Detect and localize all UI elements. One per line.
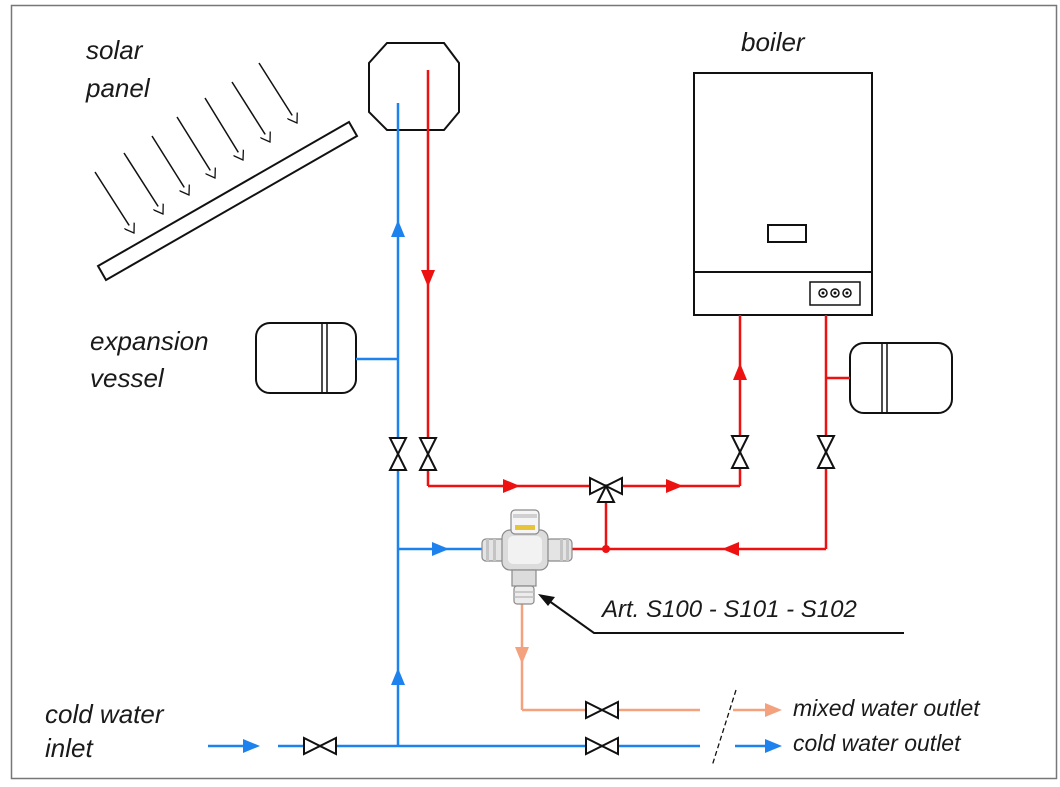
valve-mixed-outlet <box>585 700 619 720</box>
expansion-vessel-left <box>255 322 357 394</box>
valve-boiler-outlet <box>816 435 836 469</box>
boiler-display <box>767 224 807 243</box>
valve-cold-riser <box>388 437 408 471</box>
boiler-label: boiler <box>741 27 806 57</box>
article-leader-arrowhead <box>538 594 555 606</box>
cold-water-outlet-label: cold water outlet <box>793 730 962 756</box>
solar-panel-label: solar panel <box>85 35 151 103</box>
valve-cold-outlet <box>585 736 619 756</box>
article-label: Art. S100 - S101 - S102 <box>600 596 857 623</box>
flow-arrows-cold <box>243 220 782 753</box>
cold-water-inlet-label: cold water inlet <box>45 699 171 763</box>
sun-ray-arrows <box>94 62 297 233</box>
flow-arrows-hot <box>421 270 747 556</box>
valve-boiler-inlet <box>730 435 750 469</box>
flow-arrows-mixed <box>515 647 782 717</box>
pipe-break-marks <box>711 689 737 767</box>
expansion-vessel-label: expansion vessel <box>90 326 216 393</box>
boiler <box>693 72 873 316</box>
valve-cold-inlet <box>303 736 337 756</box>
solar-panel <box>94 62 359 282</box>
cold-water-pipes <box>208 103 772 748</box>
article-leader-line <box>544 597 904 634</box>
gate-valves <box>303 435 836 756</box>
valve-hot-riser <box>418 437 438 471</box>
diverter-valve <box>589 476 623 503</box>
storage-tank <box>368 42 460 131</box>
diagram-frame <box>10 4 1058 780</box>
expansion-vessel-right <box>849 342 953 414</box>
mixed-water-outlet-label: mixed water outlet <box>793 695 981 721</box>
thermostatic-mixing-valve <box>481 509 573 605</box>
pipe-junction <box>602 545 610 553</box>
